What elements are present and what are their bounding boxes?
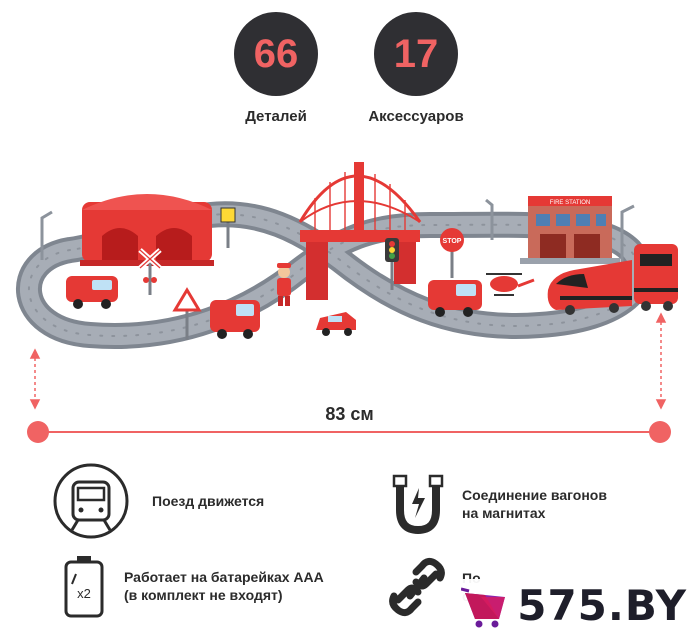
feature-magnet-text: Соединение вагонов на магнитах xyxy=(462,487,607,521)
toy-train xyxy=(547,244,678,315)
train-icon xyxy=(53,463,129,539)
stat-accessories-value: 17 xyxy=(374,12,458,96)
stat-parts-label: Деталей xyxy=(245,108,307,125)
stat-accessories: 17 Аксессуаров xyxy=(356,12,476,125)
helicopter xyxy=(486,273,535,296)
chain-link-icon xyxy=(389,557,445,617)
suspension-bridge xyxy=(298,162,422,300)
track xyxy=(16,201,653,349)
stat-parts-value: 66 xyxy=(234,12,318,96)
fire-truck-3 xyxy=(428,280,482,317)
stat-parts: 66 Деталей xyxy=(216,12,336,125)
fire-truck-1 xyxy=(66,276,118,309)
dimension-right-dot xyxy=(649,421,671,443)
feature-battery-text: Работает на батарейках ААА (в комплект н… xyxy=(124,569,324,603)
lamp-post xyxy=(40,198,635,268)
battery-icon: x2 xyxy=(64,556,104,618)
shopping-cart-icon xyxy=(461,587,506,627)
dimension-lines xyxy=(27,312,671,443)
watermark-logo: 575.BY xyxy=(459,579,693,632)
dimension-left-dot xyxy=(27,421,49,443)
station-sign: FIRE STATION xyxy=(550,200,590,206)
feature-battery: x2 Работает на батарейках ААА (в комплек… xyxy=(62,554,324,618)
railroad-crossing-sign xyxy=(138,248,162,295)
railway-set-image: FIRE STATION STOP xyxy=(16,162,678,349)
fire-truck-2 xyxy=(210,300,260,339)
stop-sign: STOP xyxy=(440,228,464,278)
magnet-icon xyxy=(392,474,444,535)
fire-station: FIRE STATION xyxy=(520,196,620,264)
firefighter-figure xyxy=(277,263,291,306)
stat-accessories-label: Аксессуаров xyxy=(368,108,464,125)
feature-train-moves-text: Поезд движется xyxy=(152,493,265,509)
svg-text:x2: x2 xyxy=(77,586,91,601)
fire-chief-car xyxy=(316,312,356,336)
traffic-light xyxy=(385,238,399,290)
feature-magnet: Соединение вагонов на магнитах xyxy=(392,472,607,536)
feature-train-moves: Поезд движется xyxy=(48,462,264,540)
dimension-label: 83 см xyxy=(325,404,374,424)
stop-sign-text: STOP xyxy=(443,238,462,245)
watermark-text: 575.BY xyxy=(517,581,687,630)
warning-sign xyxy=(172,207,236,340)
